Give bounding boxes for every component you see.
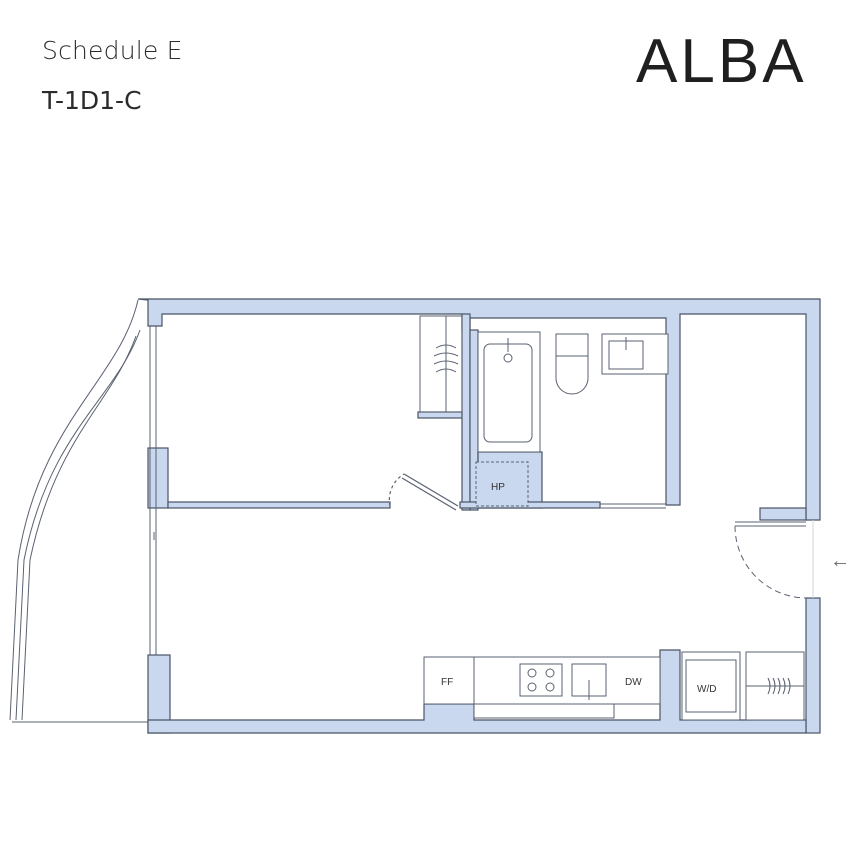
wall-bath-bottom bbox=[459, 501, 601, 509]
bedroom-door bbox=[388, 473, 459, 511]
vanity-sink bbox=[601, 333, 669, 375]
kitchen-counter bbox=[423, 656, 661, 719]
wall-closet-side bbox=[461, 313, 471, 511]
toilet bbox=[555, 333, 589, 395]
dishwasher-label: DW bbox=[625, 677, 642, 688]
bathroom-door bbox=[600, 503, 666, 509]
bathtub bbox=[477, 331, 541, 453]
wall-entry-stub bbox=[759, 507, 807, 521]
schedule-label: Schedule E bbox=[42, 36, 183, 65]
entry-arrow-icon: ← bbox=[830, 550, 850, 572]
brand-logo: ALBA bbox=[636, 27, 807, 96]
wardrobe bbox=[419, 315, 463, 413]
entry-door bbox=[734, 520, 814, 599]
laundry bbox=[681, 651, 805, 721]
unit-type-label: T-1D1-C bbox=[42, 86, 142, 115]
washer-dryer-label: W/D bbox=[697, 684, 716, 695]
wall-bedroom-bottom bbox=[167, 501, 391, 509]
balcony bbox=[9, 299, 157, 723]
fridge-label: FF bbox=[441, 677, 453, 688]
heat-pump-label: HP bbox=[491, 482, 505, 493]
wall-top bbox=[137, 298, 821, 521]
wall-right-lower bbox=[805, 597, 821, 734]
heat-pump-box bbox=[475, 461, 529, 507]
wall-left-upper bbox=[147, 447, 169, 509]
